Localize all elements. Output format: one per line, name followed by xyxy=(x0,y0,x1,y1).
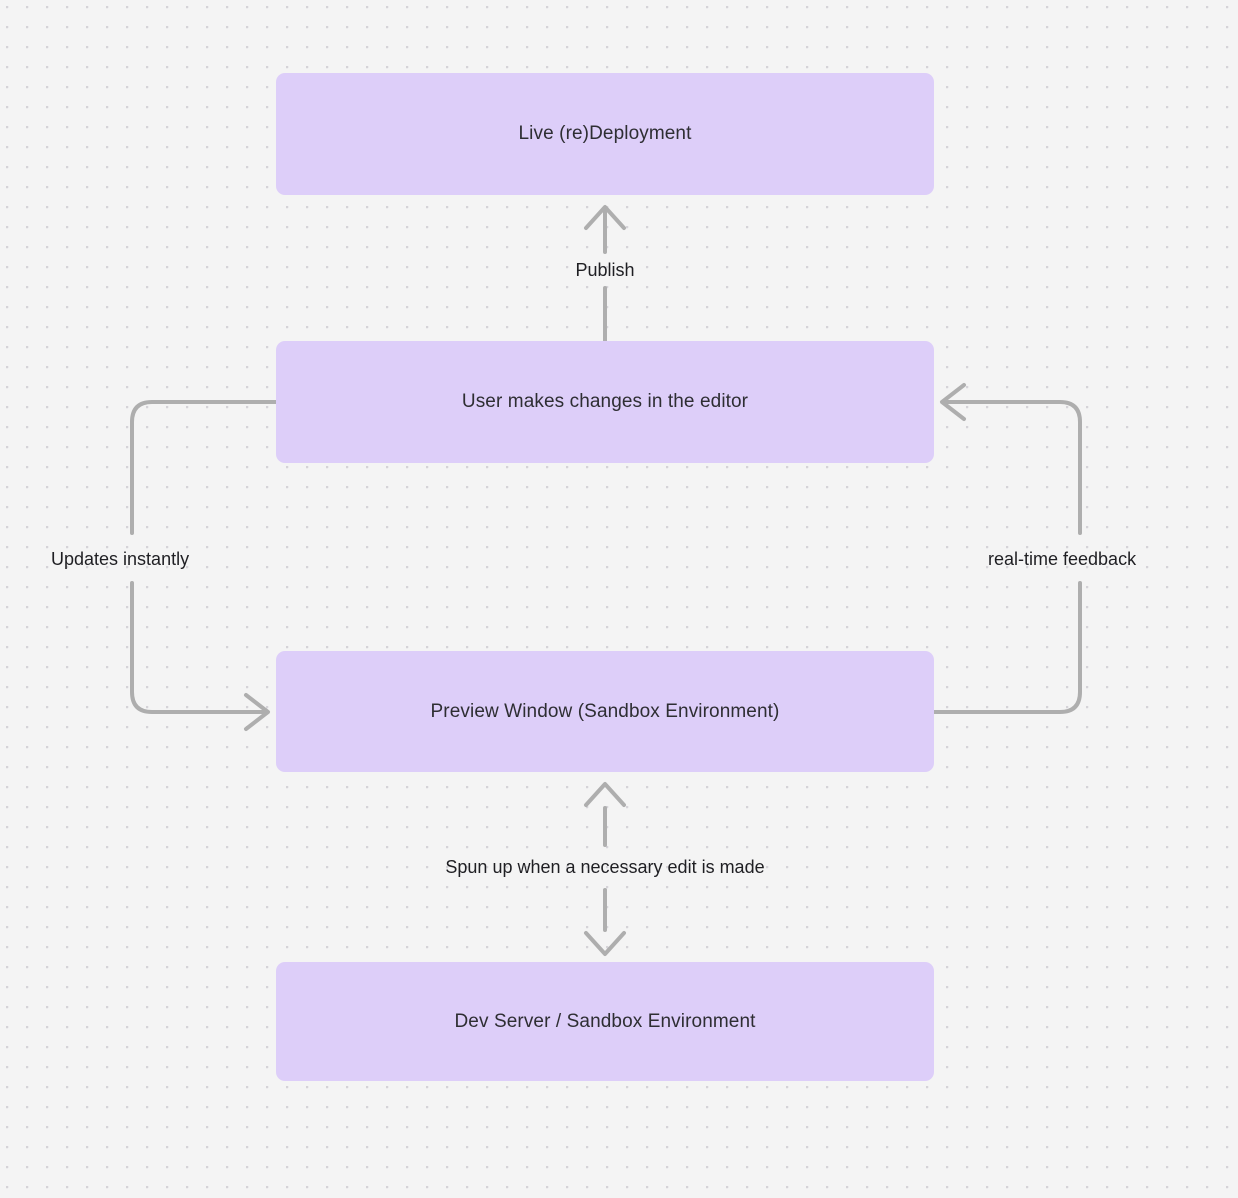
node-live-deployment[interactable]: Live (re)Deployment xyxy=(276,73,934,195)
edge-label-publish: Publish xyxy=(575,260,635,280)
arrowhead-right-updates xyxy=(244,693,270,731)
arrowhead-down-spunup xyxy=(584,931,626,956)
node-dev-server[interactable]: Dev Server / Sandbox Environment xyxy=(276,962,934,1081)
node-label-dev-server: Dev Server / Sandbox Environment xyxy=(454,1010,756,1032)
node-preview-window[interactable]: Preview Window (Sandbox Environment) xyxy=(276,651,934,772)
node-user-edits[interactable]: User makes changes in the editor xyxy=(276,341,934,463)
node-label-user-edits: User makes changes in the editor xyxy=(461,391,749,413)
edge-label-spun-up: Spun up when a necessary edit is made xyxy=(445,857,765,877)
arrowhead-left-feedback xyxy=(940,383,966,421)
edge-label-real-time-feedback: real-time feedback xyxy=(988,549,1137,569)
node-label-preview-window: Preview Window (Sandbox Environment) xyxy=(430,700,780,722)
node-label-live-deployment: Live (re)Deployment xyxy=(518,123,692,145)
arrowhead-up-publish xyxy=(584,205,626,230)
arrowhead-up-spunup xyxy=(584,782,626,807)
edge-label-updates-instantly: Updates instantly xyxy=(51,549,190,569)
